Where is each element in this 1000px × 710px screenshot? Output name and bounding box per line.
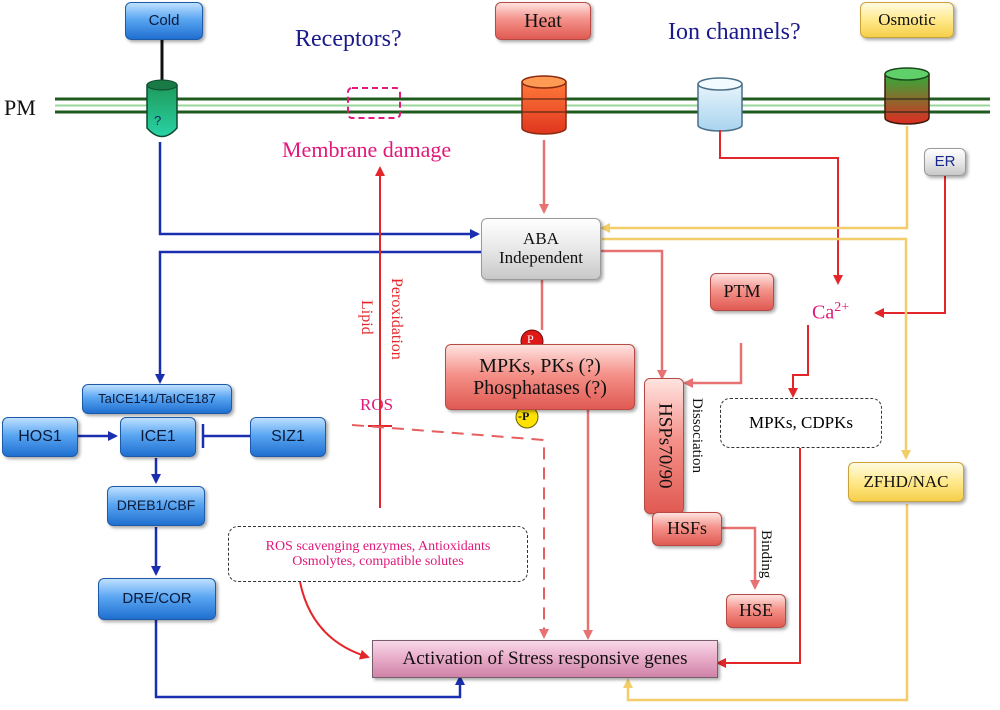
calcium-charge: 2+: [834, 300, 850, 315]
dephospho-label: -P: [518, 409, 530, 423]
osmotic-stimulus-box: Osmotic: [860, 2, 954, 38]
calcium-base: Ca: [812, 301, 835, 324]
calcium-pathway-connectors: [299, 130, 946, 668]
phospho-label: P: [527, 332, 534, 346]
osmotic-pathway-connectors: [600, 126, 911, 702]
ros-label: ROS: [360, 395, 394, 414]
hsfs-box: HSFs: [652, 512, 722, 546]
zfhd-nac-box: ZFHD/NAC: [848, 462, 964, 502]
ice1-box: ICE1: [120, 417, 196, 457]
aba-label: ABA: [523, 229, 559, 249]
unknown-receptor-icon: [347, 87, 401, 119]
calcium-label: Ca2+: [812, 300, 849, 325]
membrane-label: PM: [4, 95, 36, 120]
dre-cor-box: DRE/COR: [98, 578, 216, 620]
dreb-cbf-box: DREB1/CBF: [107, 486, 205, 526]
phosphatases-label: Phosphatases (?): [473, 377, 607, 399]
heat-pathway-connectors: [539, 140, 760, 640]
heat-stimulus-box: Heat: [495, 2, 591, 40]
aba-independent-label: Independent: [498, 248, 584, 267]
cold-receptor-icon: [146, 40, 178, 138]
ptm-box: PTM: [710, 273, 774, 311]
stress-genes-box: Activation of Stress responsive genes: [372, 640, 718, 678]
receptor-question-mark: ?: [154, 113, 162, 128]
mpks-phosphatases-box: MPKs, PKs (?) Phosphatases (?): [445, 344, 635, 410]
membrane-damage-label: Membrane damage: [282, 137, 452, 162]
siz1-box: SIZ1: [250, 417, 326, 457]
hsps-label: HSPs70/90: [654, 403, 676, 489]
aba-independent-box: ABA Independent: [481, 218, 601, 280]
lipid-label: Lipid: [358, 300, 375, 335]
cold-stimulus-box: Cold: [125, 2, 203, 40]
peroxidation-label: Peroxidation: [388, 278, 405, 360]
cold-pathway-connectors: [78, 142, 482, 699]
ion-channel-icon: [697, 77, 743, 132]
dissociation-label: Dissociation: [689, 398, 705, 473]
osmotic-channel-icon: [884, 67, 930, 125]
heat-channel-icon: [521, 75, 567, 135]
mpks-pks-label: MPKs, PKs (?): [479, 355, 601, 377]
hse-box: HSE: [726, 594, 786, 628]
er-box: ER: [924, 148, 966, 176]
hsps-box: HSPs70/90: [644, 378, 684, 514]
hos1-box: HOS1: [2, 417, 78, 457]
ros-scavenging-label: ROS scavenging enzymes, Antioxidants: [265, 538, 491, 554]
binding-label: Binding: [758, 530, 774, 579]
ros-scavenging-box: ROS scavenging enzymes, Antioxidants Osm…: [228, 526, 528, 582]
ion-channels-heading: Ion channels?: [668, 19, 801, 45]
mpks-cdpks-box: MPKs, CDPKs: [720, 398, 882, 448]
receptors-heading: Receptors?: [295, 26, 402, 52]
taice-box: TaICE141/TaICE187: [82, 384, 232, 414]
osmolytes-label: Osmolytes, compatible solutes: [292, 554, 464, 569]
